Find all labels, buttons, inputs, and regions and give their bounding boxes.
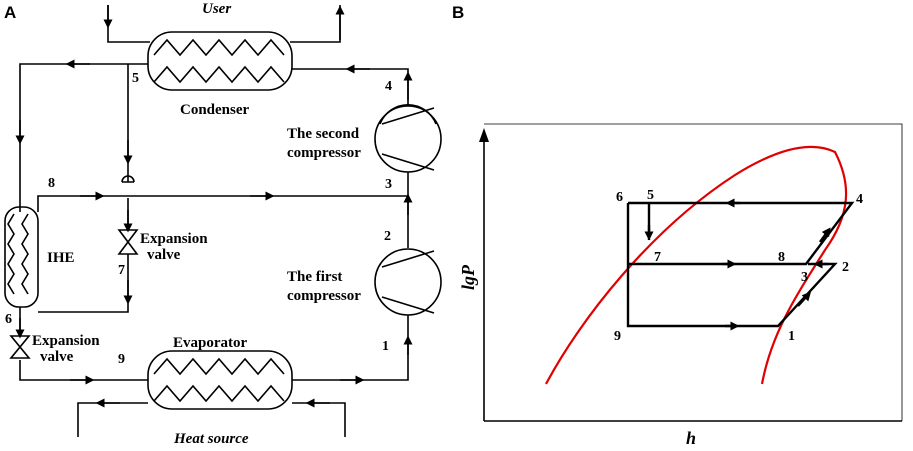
a-point-1: 1 [382, 339, 389, 354]
b-point-4: 4 [856, 192, 863, 207]
heat-source-lines [77, 398, 346, 437]
a-point-4: 4 [385, 79, 392, 94]
second-compressor [374, 103, 442, 173]
pipe-5-to-ihe [19, 63, 148, 212]
a-point-2: 2 [384, 229, 391, 244]
b-point-8: 8 [778, 250, 785, 265]
valve-right-label-1: Expansion [140, 231, 208, 247]
panel-b: B h lgP 1 2 3 4 5 6 7 8 9 [452, 3, 903, 448]
panel-a: A User Condenser [4, 1, 442, 447]
user-label: User [202, 1, 231, 17]
pipe-crossing [121, 175, 135, 183]
valve-right-label-2: valve [147, 247, 181, 263]
panel-b-label: B [452, 3, 464, 22]
b-point-7: 7 [654, 250, 661, 265]
condenser [147, 31, 293, 91]
a-point-5: 5 [132, 71, 139, 86]
ihe-label: IHE [47, 250, 75, 266]
first-compressor [374, 248, 442, 316]
condenser-label: Condenser [180, 102, 250, 118]
first-compressor-line1: The first [287, 269, 342, 285]
y-axis-arrow [479, 128, 489, 142]
saturation-curve [545, 145, 848, 385]
expansion-valve-left [9, 335, 31, 359]
evaporator-label: Evaporator [173, 335, 248, 351]
pipe-7-to-ihe [38, 254, 129, 313]
user-water-lines [103, 5, 345, 43]
pipe-8 [37, 195, 408, 212]
expansion-valve-right [117, 229, 139, 255]
cycle-lines [626, 198, 855, 331]
second-compressor-line2: compressor [287, 145, 361, 161]
pipe-1 [292, 315, 409, 381]
a-point-3: 3 [385, 177, 392, 192]
a-point-7: 7 [118, 263, 125, 278]
a-point-8: 8 [48, 176, 55, 191]
evaporator [147, 350, 293, 410]
plot-frame [484, 123, 903, 421]
b-point-9: 9 [614, 329, 621, 344]
b-point-1: 1 [788, 329, 795, 344]
x-axis-label: h [686, 428, 696, 448]
ihe [4, 206, 39, 308]
b-point-2: 2 [842, 260, 849, 275]
valve-left-label-2: valve [40, 349, 74, 365]
a-point-9: 9 [118, 352, 125, 367]
a-point-6: 6 [5, 312, 12, 327]
b-point-5: 5 [647, 188, 654, 203]
heat-source-label: Heat source [173, 431, 249, 447]
first-compressor-line2: compressor [287, 288, 361, 304]
panel-a-label: A [4, 3, 16, 22]
b-point-3: 3 [801, 270, 808, 285]
y-axis-label: lgP [458, 264, 478, 290]
second-compressor-line1: The second [287, 126, 360, 142]
valve-left-label-1: Expansion [32, 333, 100, 349]
b-point-6: 6 [616, 190, 623, 205]
